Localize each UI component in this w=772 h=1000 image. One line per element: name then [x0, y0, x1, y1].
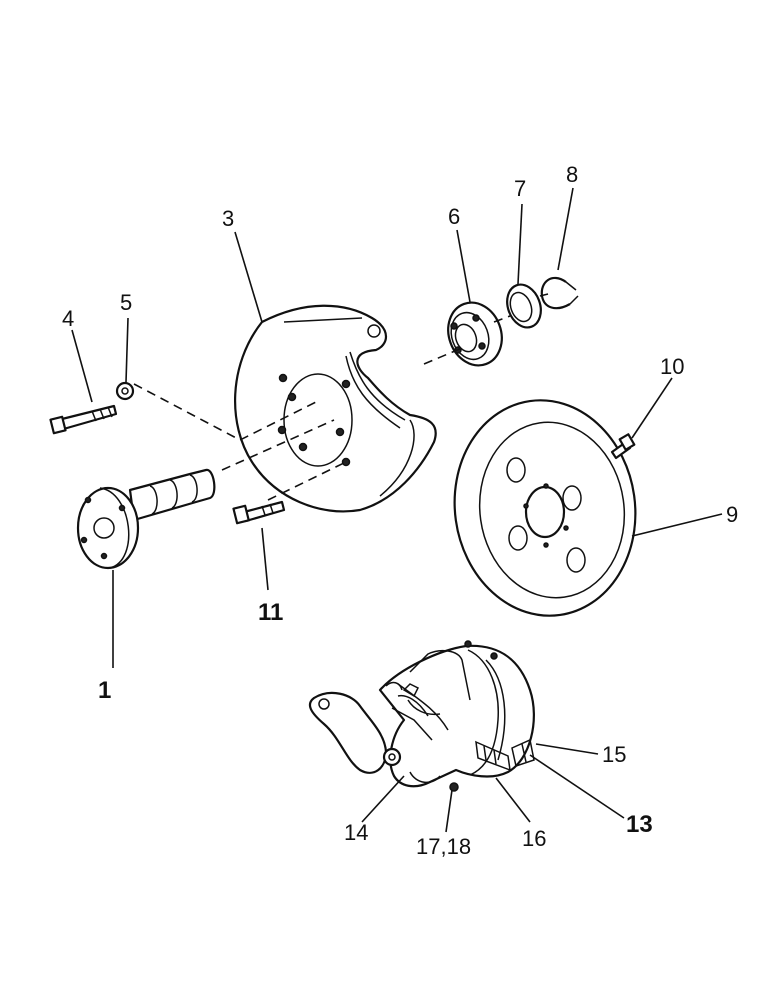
caliper-assembly — [308, 640, 535, 792]
callout-3: 3 — [222, 206, 234, 231]
callout-17-18: 17,18 — [416, 834, 471, 859]
callout-1: 1 — [98, 677, 111, 704]
leader-lines — [71, 187, 723, 833]
assembly-lines — [133, 293, 549, 501]
callout-6: 6 — [448, 204, 460, 229]
callout-8: 8 — [566, 162, 578, 187]
callout-5: 5 — [120, 290, 132, 315]
callout-7: 7 — [514, 176, 526, 201]
ring-7 — [506, 283, 542, 329]
hub-shaft — [76, 468, 216, 570]
bolt-4 — [49, 404, 118, 435]
brake-drum-9 — [453, 399, 637, 617]
callout-9: 9 — [726, 502, 738, 527]
backing-plate — [233, 304, 437, 513]
bolt-11 — [232, 500, 286, 525]
bearing-6 — [447, 301, 503, 367]
circlip-8 — [540, 276, 579, 310]
callout-15: 15 — [602, 742, 626, 767]
callout-14: 14 — [344, 820, 368, 845]
callout-16: 16 — [522, 826, 546, 851]
nut-5 — [115, 381, 135, 401]
callout-11: 11 — [258, 599, 283, 626]
callout-13: 13 — [626, 811, 653, 838]
callout-10: 10 — [660, 354, 684, 379]
screw-10 — [610, 433, 636, 460]
callout-4: 4 — [62, 306, 74, 331]
callout-labels: 1 3 4 5 6 7 8 9 10 11 13 14 15 16 17,18 — [62, 162, 738, 859]
